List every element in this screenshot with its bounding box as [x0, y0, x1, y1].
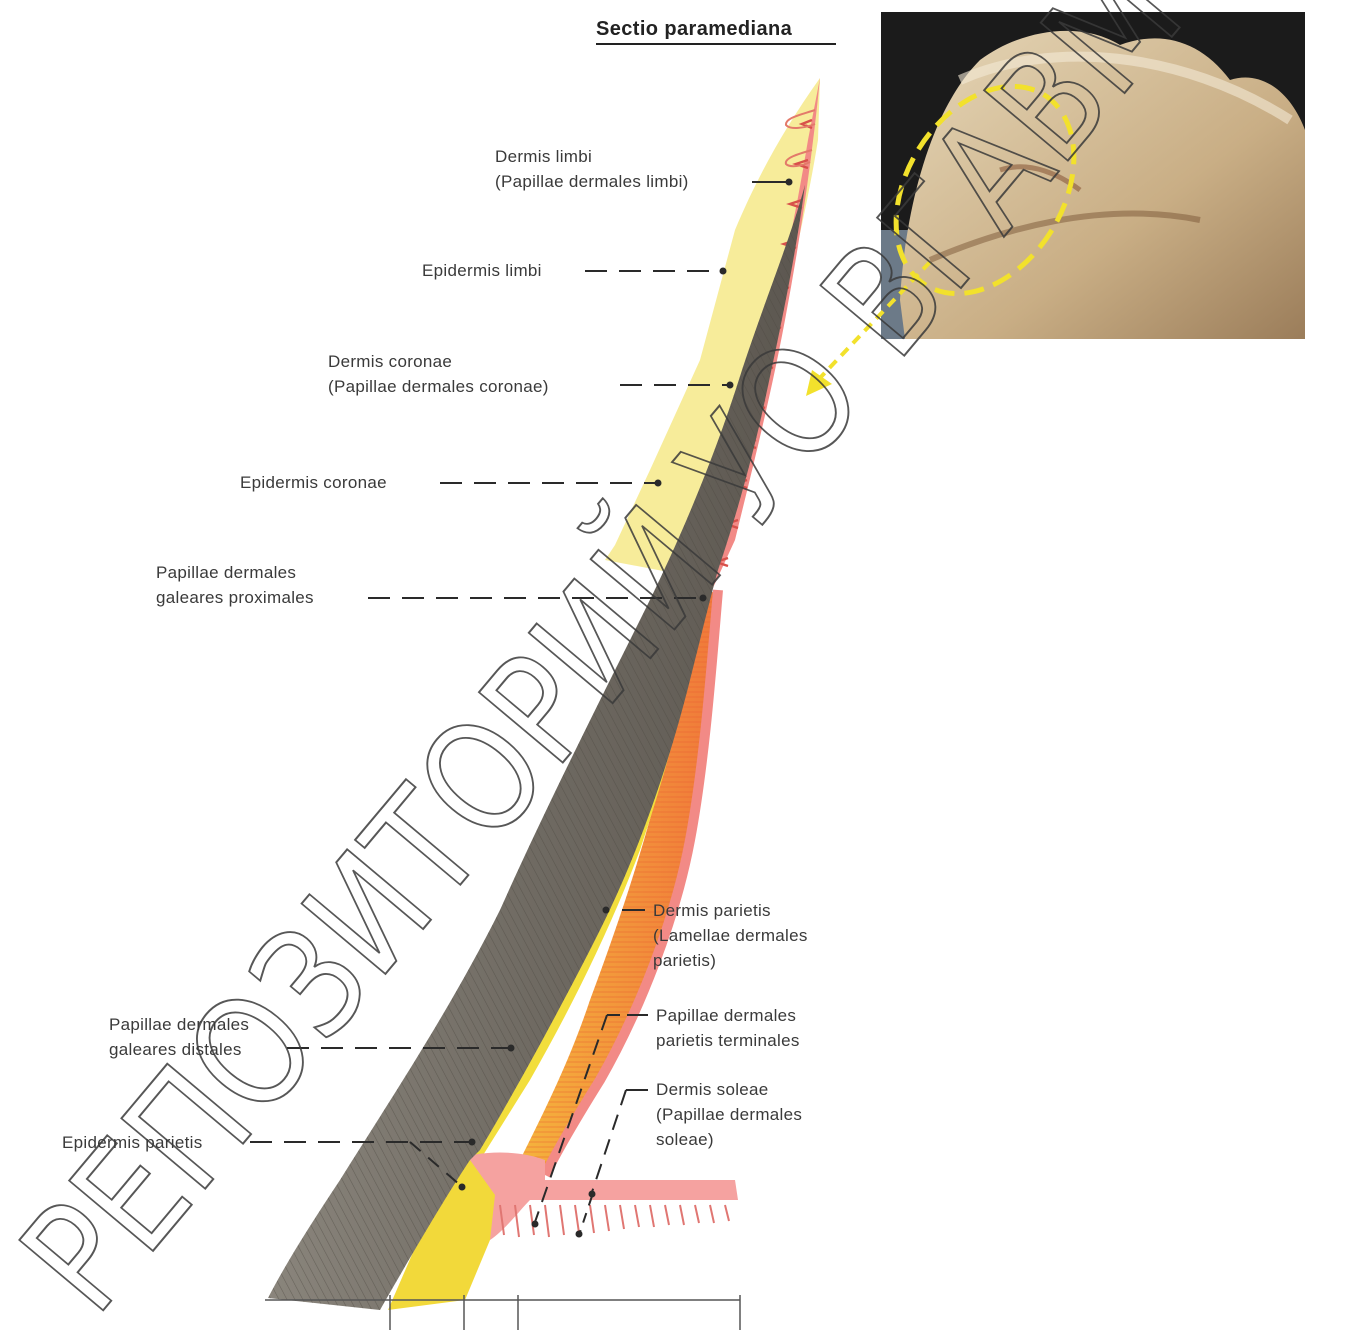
svg-text:Dermis soleae (Papillae: Dermis soleae (Papillae dermales soleae): [656, 1080, 807, 1149]
svg-text:Epidermis coronae: Epidermis coronae: [240, 473, 387, 492]
label-dermis-limbi: Dermis limbi (Papillae dermales limbi): [495, 147, 793, 191]
label-dermis-soleae: Dermis soleae (Papillae dermales soleae): [576, 1080, 808, 1238]
watermark: РЕПОЗИТОРИЙ УО ВГАВМ: [0, 0, 1215, 1330]
svg-text:Dermis limbi (Papillae d: Dermis limbi (Papillae dermales limbi): [495, 147, 689, 191]
svg-text:Epidermis limbi: Epidermis limbi: [422, 261, 542, 280]
svg-text:Dermis coronae (Papillae: Dermis coronae (Papillae dermales corona…: [328, 352, 549, 396]
sole-dermis: [455, 1153, 738, 1241]
svg-text:Papillae dermales pariet: Papillae dermales parietis terminales: [656, 1006, 801, 1050]
label-epidermis-coronae: Epidermis coronae: [240, 473, 662, 492]
diagram-title: Sectio paramediana: [596, 18, 793, 40]
svg-text:Dermis parietis (Lamella: Dermis parietis (Lamellae dermales parie…: [653, 901, 813, 970]
label-epidermis-limbi: Epidermis limbi: [422, 261, 727, 280]
label-dermis-coronae: Dermis coronae (Papillae dermales corona…: [328, 352, 734, 396]
svg-text:Papillae dermales galear: Papillae dermales galeares proximales: [156, 563, 314, 607]
